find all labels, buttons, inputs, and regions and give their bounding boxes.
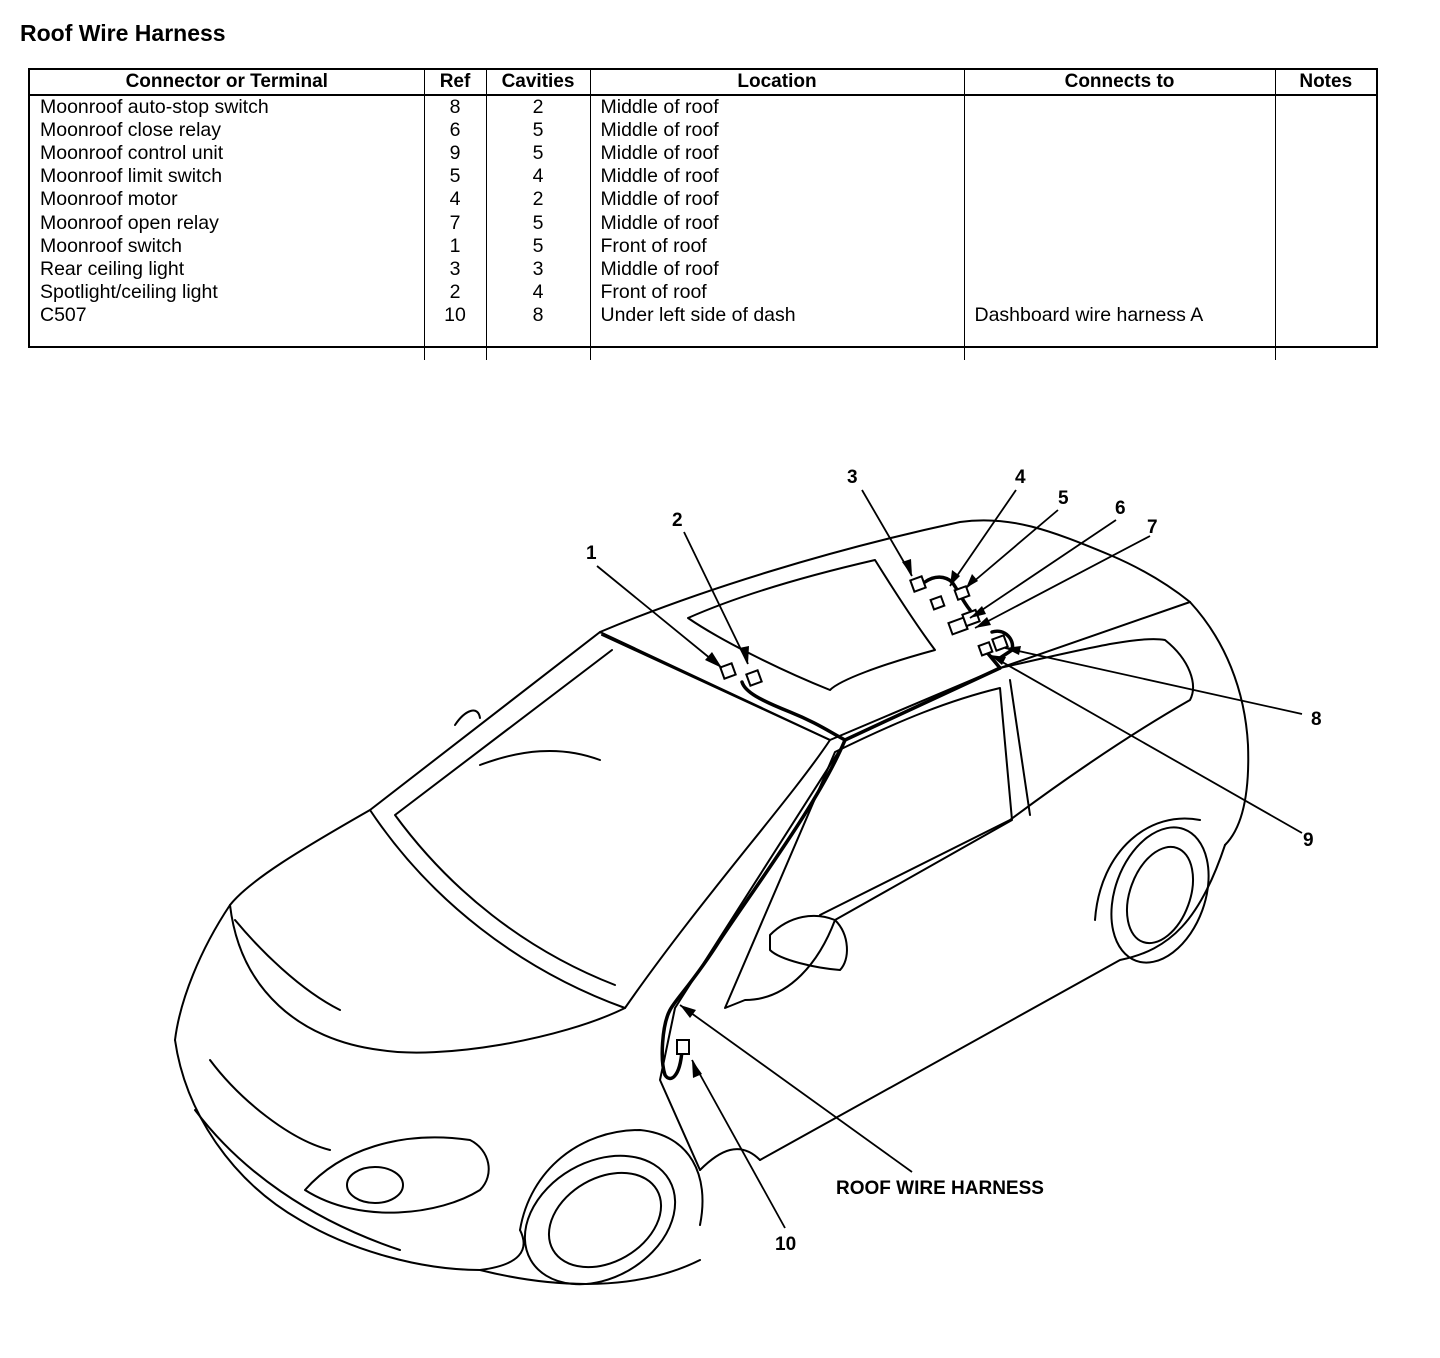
cell-location: Middle of roof [590,95,965,120]
cell-connector: Moonroof limit switch [30,165,425,189]
cell-ref: 4 [424,188,487,212]
cell-notes [1275,119,1376,142]
cell-cavities: 8 [486,303,591,327]
cell-connects-to [964,188,1276,212]
cell-cavities: 2 [486,95,591,120]
cell-notes [1275,142,1376,165]
cell-connector: Rear ceiling light [30,257,425,281]
cell-ref: 10 [424,303,487,327]
callout-6: 6 [1115,498,1126,519]
callout-8: 8 [1311,709,1322,730]
cell-connects-to [964,119,1276,143]
callout-3: 3 [847,467,858,488]
col-header-cavities: Cavities [486,70,591,96]
cell-connector: Moonroof auto-stop switch [30,95,425,120]
leader-arrowheads [680,559,1021,1078]
cell-ref: 6 [424,119,487,143]
page-title: Roof Wire Harness [20,20,226,46]
cell-connects-to [964,257,1276,281]
cell-location: Middle of roof [590,119,965,143]
cell-connects-to [964,95,1276,120]
cell-connector: Moonroof close relay [30,119,425,143]
callout-10: 10 [775,1234,796,1255]
cell-ref: 9 [424,142,487,166]
cell-connects-to: Dashboard wire harness A [964,303,1276,327]
car-harness-diagram: 1 2 3 4 5 6 7 8 9 10 ROOF WIRE HARNESS [174,467,1322,1286]
col-header-notes: Notes [1275,70,1376,96]
callout-5: 5 [1058,488,1069,509]
cell-location: Middle of roof [590,211,965,235]
callout-2: 2 [672,510,683,531]
cell-location: Front of roof [590,234,965,258]
col-header-connector: Connector or Terminal [30,70,425,96]
cell-location: Front of roof [590,280,965,304]
cell-ref: 8 [424,95,487,120]
cell-cavities: 5 [486,211,591,235]
cell-ref: 2 [424,280,487,304]
cell-location: Under left side of dash [590,303,965,327]
table-filler-row [30,326,1376,360]
cell-cavities: 5 [486,234,591,258]
car-body-outline [174,519,1250,1286]
connectors [676,575,1009,1055]
callout-4: 4 [1015,467,1026,488]
cell-notes [1275,258,1376,281]
cell-connector: Moonroof motor [30,188,425,212]
callout-9: 9 [1303,830,1314,851]
cell-notes [1275,235,1376,258]
cell-notes [1275,304,1376,327]
cell-notes [1275,188,1376,211]
cell-connects-to [964,280,1276,304]
cell-cavities: 5 [486,119,591,143]
col-header-ref: Ref [424,70,487,96]
cell-notes [1275,95,1376,119]
cell-connector: C507 [30,303,425,327]
cell-connector: Spotlight/ceiling light [30,280,425,304]
cell-connects-to [964,142,1276,166]
cell-location: Middle of roof [590,142,965,166]
connector-table: Connector or Terminal Ref Cavities Locat… [28,68,1378,360]
cell-cavities: 2 [486,188,591,212]
col-header-connects-to: Connects to [964,70,1276,96]
cell-connects-to [964,234,1276,258]
callout-1: 1 [586,543,597,564]
table-header-row: Connector or Terminal Ref Cavities Locat… [30,70,1376,96]
cell-notes [1275,165,1376,188]
roof-wire-harness [660,575,1015,1081]
cell-connector: Moonroof control unit [30,142,425,166]
cell-connects-to [964,211,1276,235]
cell-ref: 5 [424,165,487,189]
cell-ref: 7 [424,211,487,235]
roof-wire-harness-label: ROOF WIRE HARNESS [836,1178,1044,1199]
cell-notes [1275,211,1376,234]
cell-connector: Moonroof open relay [30,211,425,235]
col-header-location: Location [590,70,965,96]
cell-location: Middle of roof [590,257,965,281]
cell-ref: 3 [424,257,487,281]
cell-connector: Moonroof switch [30,234,425,258]
cell-cavities: 5 [486,142,591,166]
cell-cavities: 4 [486,165,591,189]
cell-location: Middle of roof [590,188,965,212]
callout-7: 7 [1147,517,1158,538]
callout-labels: 1 2 3 4 5 6 7 8 9 10 ROOF WIRE HARNESS [586,467,1322,1255]
cell-cavities: 4 [486,280,591,304]
cell-notes [1275,281,1376,304]
cell-location: Middle of roof [590,165,965,189]
leader-lines [596,489,1303,1229]
cell-connects-to [964,165,1276,189]
cell-ref: 1 [424,234,487,258]
cell-cavities: 3 [486,257,591,281]
